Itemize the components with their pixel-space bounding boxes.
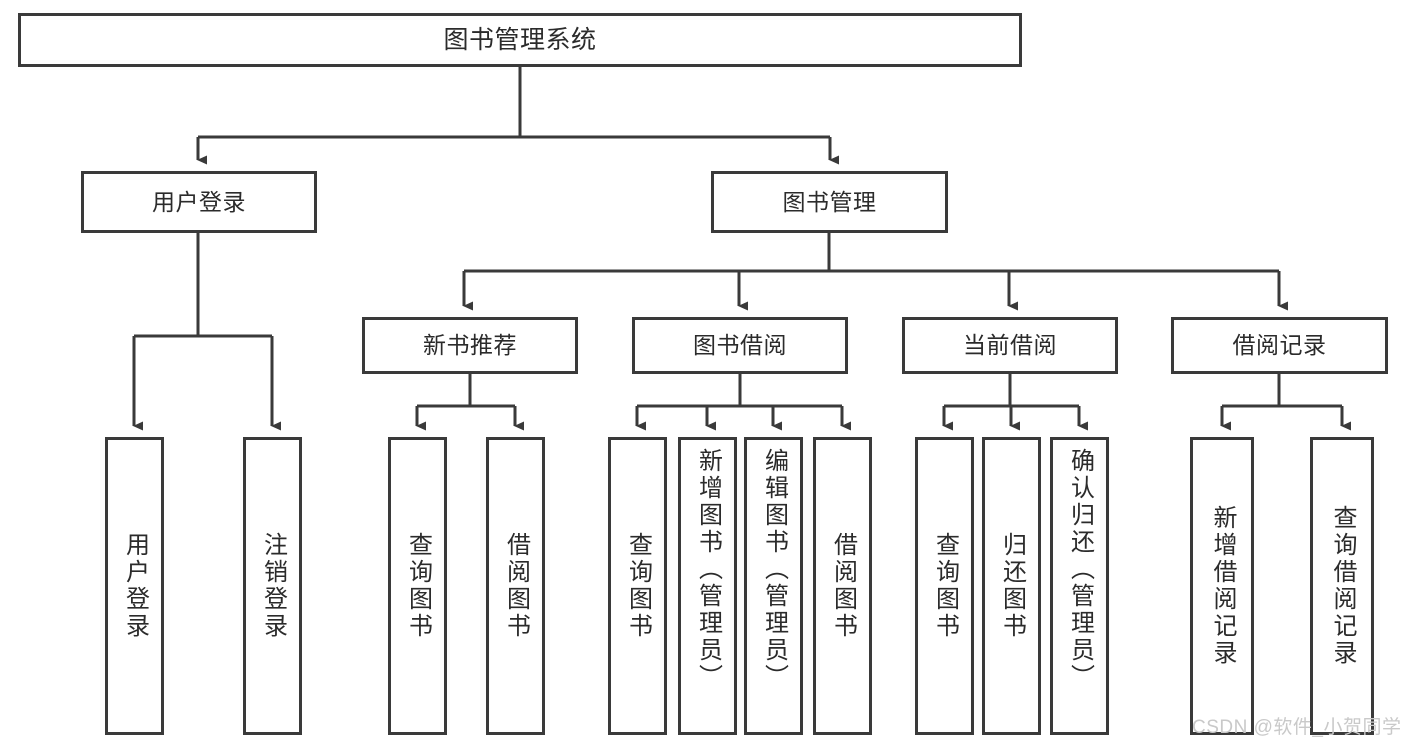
node-leaf-11: 确认归还（管理员） [1050,437,1109,735]
node-label: 查询借阅记录 [1329,505,1356,667]
node-label: 新增图书（管理员） [694,448,722,691]
node-label: 图书管理 [782,188,877,215]
node-leaf-4: 借阅图书 [486,437,545,735]
node-leaf-8: 借阅图书 [813,437,872,735]
node-leaf-9: 查询图书 [915,437,974,735]
csdn-watermark: CSDN @软件_小贺同学 [1192,717,1402,738]
node-label: 查询图书 [624,532,652,640]
node-label: 借阅图书 [829,532,857,640]
node-leaf-10: 归还图书 [982,437,1041,735]
node-label: 用户登录 [152,188,246,215]
node-leaf-2: 注销登录 [243,437,302,735]
node-root: 图书管理系统 [18,13,1022,67]
node-user-login: 用户登录 [81,171,317,233]
edge-paths [132,67,1351,431]
node-label: 注销登录 [259,532,287,640]
node-label: 当前借阅 [963,332,1057,359]
node-label: 查询图书 [931,532,959,640]
node-book-borrow: 图书借阅 [632,317,848,374]
node-book-manage: 图书管理 [711,171,948,233]
node-leaf-6: 新增图书（管理员） [678,437,737,735]
node-leaf-3: 查询图书 [388,437,447,735]
node-label: 确认归还（管理员） [1066,448,1094,691]
node-label: 借阅图书 [502,532,530,640]
node-leaf-13: 查询借阅记录 [1310,437,1374,735]
node-label: 编辑图书（管理员） [760,448,788,691]
node-label: 归还图书 [998,532,1026,640]
node-label: 新增借阅记录 [1209,505,1236,667]
node-label: 图书借阅 [693,332,787,359]
node-leaf-5: 查询图书 [608,437,667,735]
node-current-borrow: 当前借阅 [902,317,1118,374]
node-label: 图书管理系统 [443,25,597,54]
node-new-book-rec: 新书推荐 [362,317,578,374]
node-label: 借阅记录 [1232,332,1327,359]
node-label: 用户登录 [121,532,149,640]
node-label: 查询图书 [404,532,432,640]
node-label: 新书推荐 [423,332,517,359]
node-leaf-1: 用户登录 [105,437,164,735]
node-leaf-7: 编辑图书（管理员） [744,437,803,735]
node-leaf-12: 新增借阅记录 [1190,437,1254,735]
node-borrow-record: 借阅记录 [1171,317,1388,374]
